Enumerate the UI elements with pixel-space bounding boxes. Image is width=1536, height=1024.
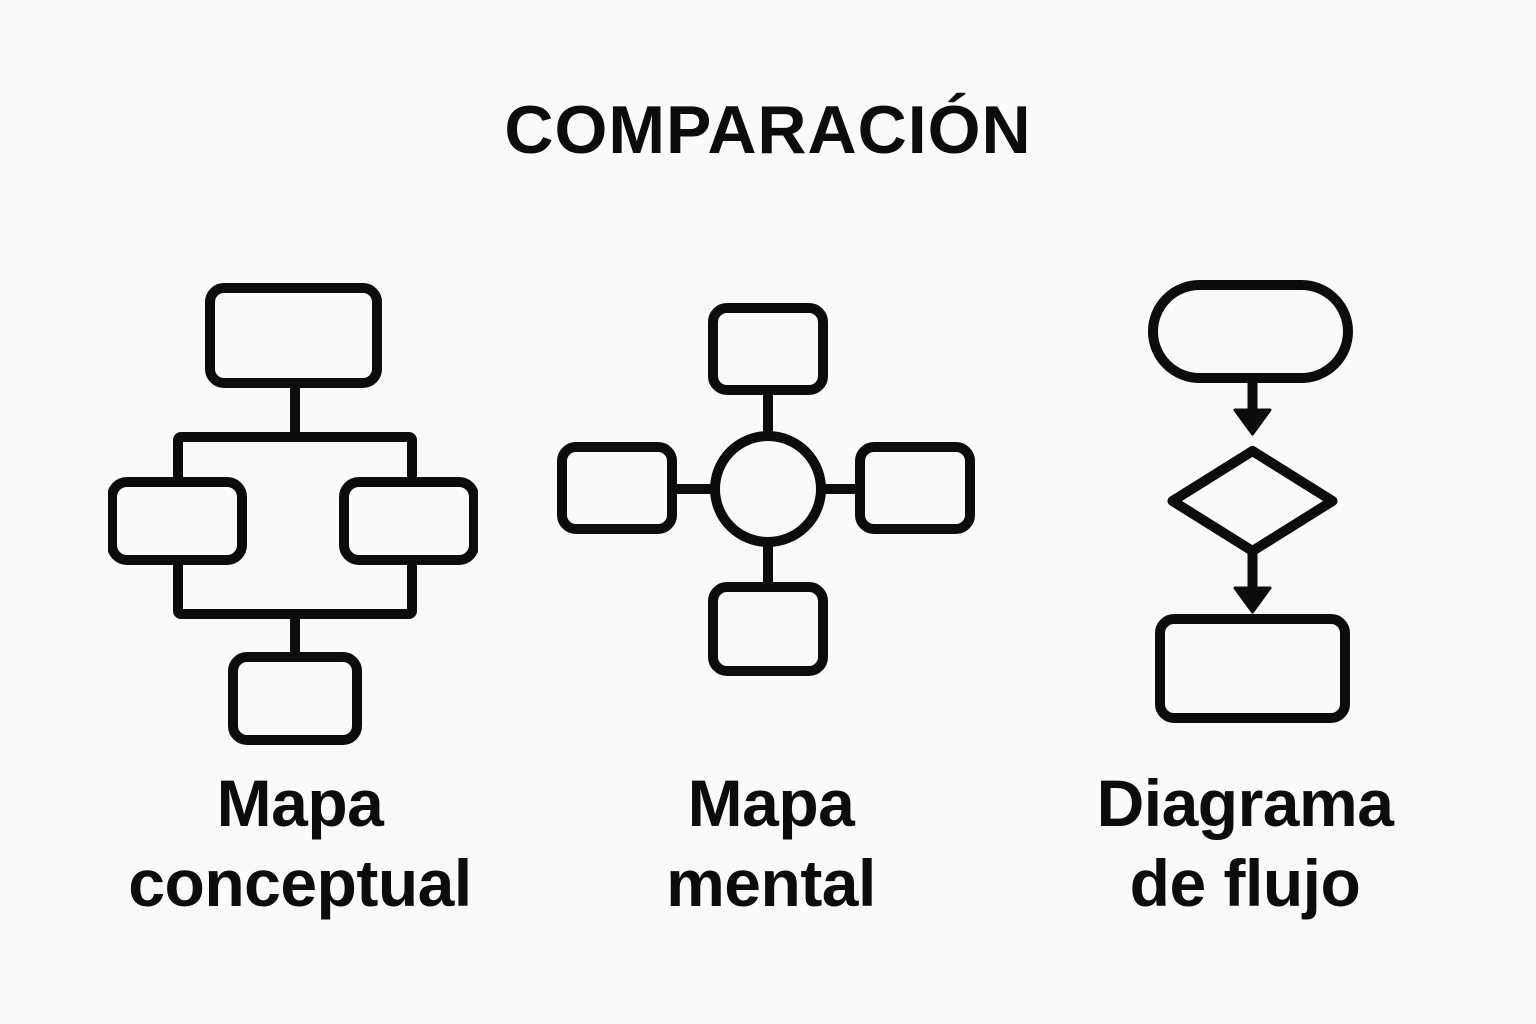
label-line: conceptual (128, 846, 472, 920)
label-line: mental (666, 846, 876, 920)
flow-start-stadium (1148, 280, 1353, 383)
mind-right-node (855, 442, 975, 534)
label-diagrama-de-flujo: Diagrama de flujo (1040, 763, 1450, 923)
label-line: Mapa (216, 766, 384, 840)
label-mapa-conceptual: Mapa conceptual (95, 763, 505, 923)
label-mapa-mental: Mapa mental (566, 763, 976, 923)
concept-bottom-node (228, 652, 362, 745)
label-line: Mapa (687, 766, 855, 840)
flow-process-rect (1155, 614, 1350, 723)
mind-left-node (557, 442, 677, 534)
mind-map-icon (557, 303, 975, 678)
flow-decision-diamond (1167, 446, 1338, 556)
mind-bottom-node (708, 582, 828, 676)
concept-map-drawing (108, 283, 478, 745)
concept-left-node (108, 477, 247, 565)
label-line: Diagrama (1096, 766, 1394, 840)
mind-map-drawing (557, 303, 975, 676)
page-title: COMPARACIÓN (504, 92, 1032, 168)
flowchart-drawing (1148, 280, 1353, 723)
concept-right-node (339, 477, 478, 565)
mind-center-circle (710, 431, 826, 547)
concept-top-node (205, 283, 382, 388)
flowchart-icon (1148, 280, 1353, 723)
arrow-down-icon (1233, 408, 1272, 436)
label-line: de flujo (1129, 846, 1361, 920)
mind-top-node (708, 303, 828, 395)
arrow-down-icon (1233, 586, 1272, 614)
concept-map-icon (108, 283, 478, 745)
